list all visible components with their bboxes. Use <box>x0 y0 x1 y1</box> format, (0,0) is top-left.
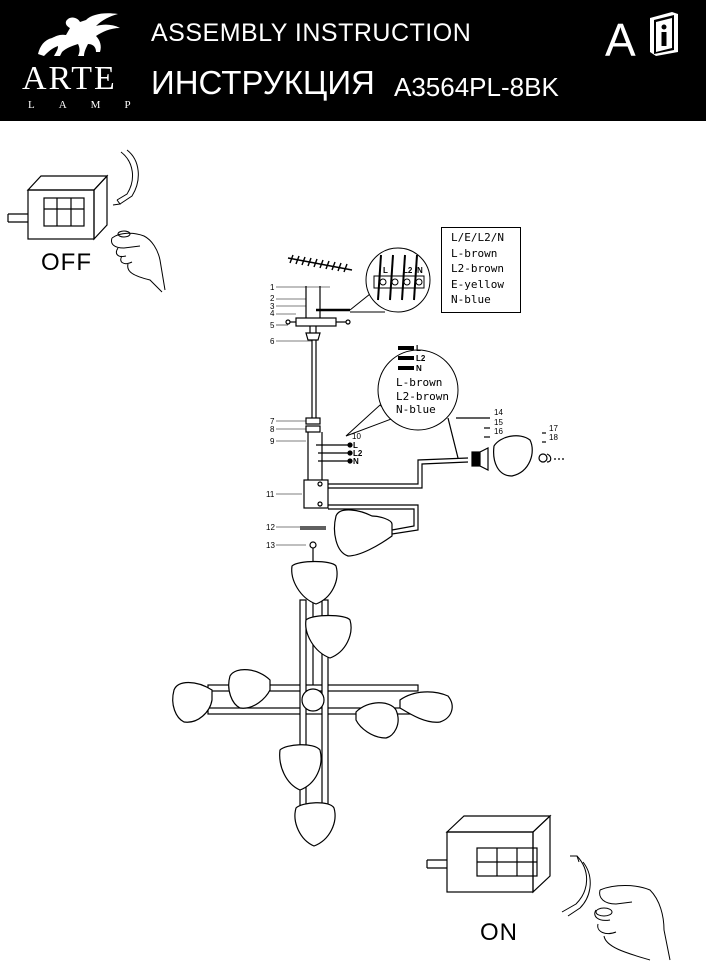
wire-color-legend: L/E/L2/N L-brown L2-brown E-yellow N-blu… <box>441 227 521 313</box>
arrow-up-icon <box>561 855 591 917</box>
on-label: ON <box>480 919 518 946</box>
arrow-down-icon <box>112 149 139 206</box>
part-number: 3 <box>270 302 275 311</box>
part-number: 10 <box>352 432 361 441</box>
part-number: 2 <box>270 294 275 303</box>
language-letter: A <box>605 14 636 66</box>
switch-box-off <box>7 174 109 241</box>
part-number: 4 <box>270 309 275 318</box>
title-english: ASSEMBLY INSTRUCTION <box>151 19 472 47</box>
mounting-bracket <box>285 286 351 420</box>
terminal-zoom-bubble: L L2 N <box>349 247 431 313</box>
part-number: 9 <box>270 437 275 446</box>
part-number: 8 <box>270 425 275 434</box>
brand-subtitle: LAMP <box>28 99 155 111</box>
legend-line: L/E/L2/N <box>451 231 504 244</box>
wire-zoom-bubble: L L2 N <box>345 344 459 437</box>
part-number-leaders <box>276 286 330 546</box>
chandelier-assembled <box>172 556 453 847</box>
wiring-block: L L2 N <box>300 417 363 556</box>
off-label: OFF <box>41 249 92 276</box>
part-number: 15 <box>494 418 503 427</box>
switch-box-on <box>426 814 552 894</box>
legend-line: L2-brown <box>396 389 449 403</box>
hand-on-icon <box>594 885 671 961</box>
part-number: 17 <box>549 424 558 433</box>
part-number: 14 <box>494 408 503 417</box>
wire-label: L <box>353 441 358 450</box>
assembly-diagram: 1 2 3 4 5 6 7 8 9 10 11 12 13 14 15 16 1… <box>7 149 671 961</box>
arm-assembly <box>328 417 566 557</box>
ceiling-hatch <box>287 254 353 273</box>
griffin-logo-icon <box>38 13 120 56</box>
legend-line: L-brown <box>396 376 443 389</box>
wire-label: L2 <box>416 354 426 363</box>
title-russian: ИНСТРУКЦИЯ <box>151 64 375 101</box>
brand-name: ARTE <box>22 60 117 97</box>
legend-line: E-yellow <box>451 277 504 291</box>
legend-line: N-blue <box>396 403 436 416</box>
legend-line: N-blue <box>451 293 491 307</box>
terminal-label: L <box>383 266 388 275</box>
model-number: A3564PL-8BK <box>394 72 559 102</box>
part-number: 1 <box>270 283 275 292</box>
part-number: 18 <box>549 433 558 442</box>
part-number: 12 <box>266 523 275 532</box>
wire-label: N <box>416 364 422 373</box>
hand-off-icon <box>111 230 166 293</box>
part-number: 16 <box>494 427 503 436</box>
legend-line: L2-brown <box>451 262 504 276</box>
wire-label: N <box>353 457 359 466</box>
wire-label: L <box>416 344 421 353</box>
header-bar: ARTE LAMP ASSEMBLY INSTRUCTION ИНСТРУКЦИ… <box>0 0 706 121</box>
legend-line: L-brown <box>451 246 498 260</box>
part-number: 6 <box>270 337 275 346</box>
part-number: 11 <box>266 490 275 499</box>
terminal-label: L2 <box>403 266 413 275</box>
part-number: 13 <box>266 541 275 550</box>
terminal-label: N <box>417 266 423 275</box>
wire-label: L2 <box>353 449 363 458</box>
part-numbers-left: 1 2 3 4 5 6 7 8 9 10 11 12 13 14 15 16 1… <box>266 283 558 550</box>
part-number: 7 <box>270 417 275 426</box>
manual-info-icon <box>650 12 678 56</box>
bubble-wire-legend: L-brown L2-brown N-blue <box>396 376 449 417</box>
part-number: 5 <box>270 321 275 330</box>
